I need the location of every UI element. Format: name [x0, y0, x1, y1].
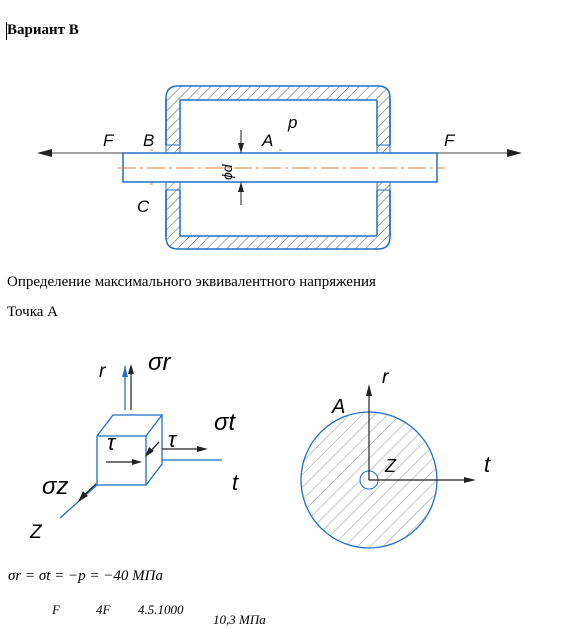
formula-fraction-num-2: 4F	[96, 602, 111, 617]
label-C: C	[137, 197, 150, 216]
formula-sigma-r-t: σr = σt = −p = −40 МПа	[8, 568, 163, 584]
label-F-right: F	[444, 131, 456, 150]
cube-top	[96, 414, 164, 437]
cylinder-diagram: F F B A p C ϕd	[37, 85, 522, 250]
sigma-z-label: σz	[42, 473, 68, 500]
label-p: p	[287, 113, 297, 132]
formula-fraction-num-1: F	[52, 602, 60, 617]
cylinder-wall	[165, 85, 391, 250]
axis-label-z: Z	[29, 522, 43, 543]
sigma-r-label: σr	[148, 349, 171, 376]
point-A-label: A	[331, 396, 345, 418]
sigma-t-label: σt	[214, 409, 236, 436]
section-axis-r: r	[382, 367, 389, 388]
section-subtitle: Определение максимального эквивалентного…	[7, 274, 376, 290]
variant-heading: Вариант В	[7, 22, 79, 38]
formula-result: 10,3 МПа	[213, 612, 266, 627]
axis-label-r: r	[99, 361, 106, 382]
cube-front	[96, 435, 147, 486]
tau-label-1: τ	[107, 430, 117, 455]
axis-label-t: t	[232, 470, 239, 495]
formula-fraction-num-3: 4.5.1000	[138, 602, 184, 617]
section-axis-t: t	[484, 452, 491, 477]
tau-label-2: τ	[168, 427, 178, 452]
label-diameter: ϕd	[219, 163, 235, 180]
point-title: Точка А	[7, 304, 58, 320]
text-cursor	[6, 22, 7, 40]
section-axis-z: Z	[384, 456, 397, 476]
label-F-left: F	[103, 131, 115, 150]
label-B: B	[143, 131, 154, 150]
cube-side	[145, 415, 163, 486]
label-A: A	[261, 131, 273, 150]
